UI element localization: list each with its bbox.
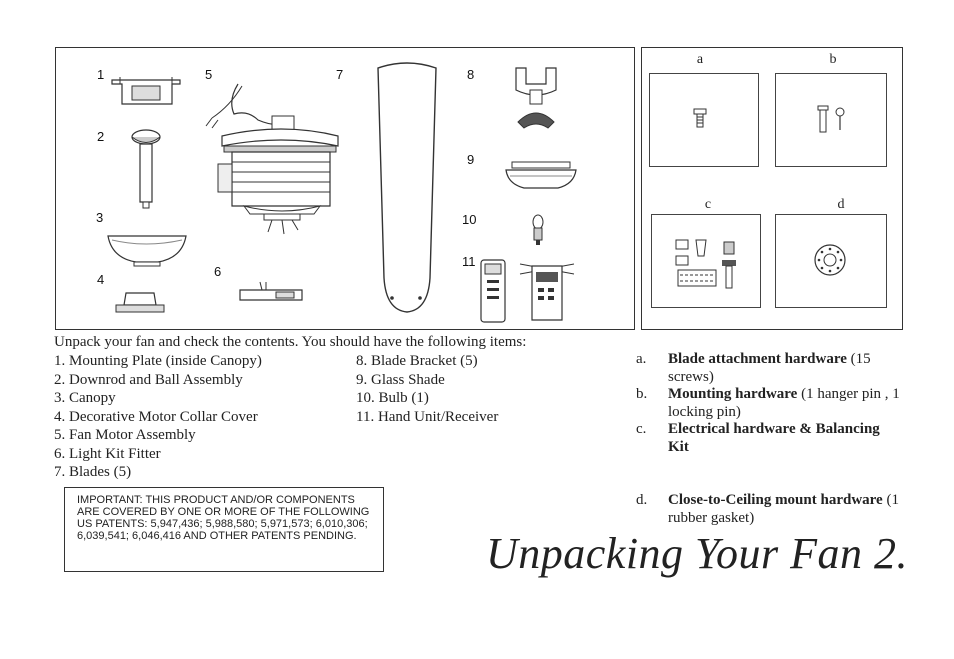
hardware-item-c: c. Electrical hardware & Balancing Kit (636, 421, 904, 456)
hardware-item-detail: (1 hanger pin , 1 locking pin) (668, 386, 900, 420)
part-number-8: 8 (467, 67, 475, 82)
part-number-2: 2 (97, 129, 105, 144)
hardware-diagram-box (641, 47, 903, 330)
hardware-box-b (775, 73, 887, 167)
canopy-illustration (106, 232, 188, 268)
hardware-item-letter: c. (636, 421, 647, 437)
parts-diagram-box (55, 47, 635, 330)
part-number-5: 5 (205, 67, 213, 82)
screw-icon (693, 108, 707, 128)
hardware-label-d: d (837, 197, 845, 212)
page-title: Unpacking Your Fan 2. (486, 529, 908, 578)
hardware-item-title: Close-to-Ceiling mount hardware (668, 492, 883, 508)
downrod-illustration (126, 128, 166, 210)
hardware-item-letter: d. (636, 492, 648, 508)
parts-list-right: 8. Blade Bracket (5) 9. Glass Shade 10. … (356, 352, 498, 426)
hanger-pin-icon (816, 104, 848, 134)
hardware-item-title: Mounting hardware (668, 386, 798, 402)
hardware-item-letter: a. (636, 351, 647, 367)
blade-bracket-illustration (508, 64, 564, 134)
list-item: 2. Downrod and Ball Assembly (54, 371, 243, 388)
list-item: 1. Mounting Plate (inside Canopy) (54, 353, 262, 369)
hardware-item-d: d. Close-to-Ceiling mount hardware (1 ru… (636, 492, 904, 527)
blade-illustration (372, 58, 442, 316)
hardware-label-c: c (704, 197, 712, 212)
hardware-item-a: a. Blade attachment hardware (15 screws) (636, 351, 904, 386)
glass-shade-illustration (502, 158, 580, 192)
collar-cover-illustration (112, 291, 168, 315)
list-item: 3. Canopy (54, 390, 116, 406)
hardware-item-b: b. Mounting hardware (1 hanger pin , 1 l… (636, 386, 904, 421)
list-item: 8. Blade Bracket (5) (356, 353, 478, 369)
mounting-plate-illustration (110, 74, 182, 108)
light-kit-fitter-illustration (236, 280, 306, 306)
list-item: 5. Fan Motor Assembly (54, 427, 196, 443)
hardware-list: a. Blade attachment hardware (15 screws)… (636, 351, 904, 527)
bulb-illustration (528, 214, 548, 245)
list-item: 6. Light Kit Fitter (54, 445, 161, 462)
patent-notice: IMPORTANT: THIS PRODUCT AND/OR COMPONENT… (64, 487, 384, 572)
rubber-gasket-icon (812, 242, 848, 278)
part-number-7: 7 (336, 67, 344, 82)
hardware-box-a (649, 73, 759, 167)
hardware-box-c (651, 214, 761, 308)
hardware-item-detail: (1 rubber gasket) (668, 492, 899, 526)
hardware-item-letter: b. (636, 386, 648, 402)
fan-motor-illustration (198, 80, 346, 240)
part-number-10: 10 (462, 212, 477, 227)
hardware-label-a: a (696, 52, 704, 67)
part-number-9: 9 (467, 152, 475, 167)
hardware-item-title: Blade attachment hardware (668, 351, 847, 367)
part-number-6: 6 (214, 264, 222, 279)
list-item: 10. Bulb (1) (356, 390, 429, 406)
list-item: 4. Decorative Motor Collar Cover (54, 408, 258, 425)
part-number-11: 11 (462, 254, 476, 269)
hand-unit-illustration (478, 258, 508, 324)
part-number-1: 1 (97, 67, 105, 82)
list-item: 9. Glass Shade (356, 371, 445, 388)
receiver-illustration (514, 260, 580, 322)
hardware-item-title: Electrical hardware & Balancing Kit (668, 421, 880, 455)
hardware-item-detail: (15 screws) (668, 351, 871, 385)
list-item: 11. Hand Unit/Receiver (356, 408, 499, 425)
parts-list-left: 1. Mounting Plate (inside Canopy) 2. Dow… (54, 352, 262, 482)
hardware-label-b: b (829, 52, 837, 67)
part-number-4: 4 (97, 272, 105, 287)
list-item: 7. Blades (5) (54, 464, 132, 480)
part-number-3: 3 (96, 210, 104, 225)
unpack-instructions: Unpack your fan and check the contents. … (54, 334, 527, 350)
electrical-hardware-icon (674, 236, 736, 294)
